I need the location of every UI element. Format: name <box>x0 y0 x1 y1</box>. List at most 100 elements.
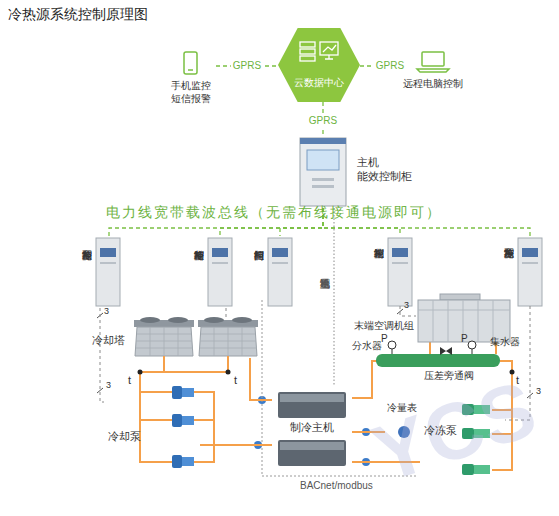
main-cabinet <box>312 178 334 181</box>
water-header <box>388 341 396 349</box>
field-cabinet <box>392 262 408 264</box>
chilled-pump <box>462 404 474 415</box>
server-icon <box>300 49 315 54</box>
cooling-tower <box>168 317 188 323</box>
node-label: 远程电脑控制 <box>400 78 466 90</box>
connector <box>200 444 272 446</box>
connector <box>334 208 335 385</box>
connector <box>400 306 416 316</box>
chilled-pump <box>474 405 490 414</box>
node-label: 制冷主机 <box>272 421 352 434</box>
connector <box>100 308 104 402</box>
connector <box>250 358 272 400</box>
equipment-node: 压差旁通阀 <box>424 370 482 384</box>
water-pipe <box>164 356 228 372</box>
field-cabinet <box>212 248 228 257</box>
field-cabinet <box>392 248 408 257</box>
field-cabinet <box>272 248 288 257</box>
annotation-label: 3 <box>404 300 409 311</box>
edge-label: GPRS <box>374 60 406 72</box>
server-icon <box>300 42 338 61</box>
connector <box>352 431 385 433</box>
temperature-sensor <box>138 370 143 375</box>
node-label: 分水器 <box>352 340 382 352</box>
cooling-pump <box>182 388 194 397</box>
main-cabinet <box>307 150 339 170</box>
annotation-label: 3 <box>536 386 541 397</box>
valve-symbol <box>254 396 410 466</box>
chilled-pump <box>462 404 490 475</box>
field-cabinet <box>388 238 412 306</box>
annotation-label: 3 <box>106 380 111 391</box>
equipment-node: 制冷主机 <box>272 385 352 472</box>
cooling-pump <box>182 416 194 425</box>
equipment-node: 末端控制柜 <box>370 236 414 306</box>
water-pipe <box>194 392 214 462</box>
edge-label: GPRS <box>231 60 263 72</box>
water-pipe <box>492 361 512 470</box>
water-pipe <box>140 391 172 393</box>
connector <box>352 461 420 463</box>
air-handling-unit <box>440 294 480 300</box>
phone-icon <box>184 52 197 74</box>
main-cabinet <box>300 138 346 206</box>
cooling-pump <box>172 455 182 468</box>
cooling-tower <box>200 327 257 356</box>
annotation-label: 电力线宽带载波总线（无需布线接通电源即可） <box>106 204 442 221</box>
equipment-node: 阀门控制柜 <box>250 236 294 308</box>
water-pipe <box>140 372 172 462</box>
node-label: 集水器 <box>490 336 520 348</box>
node-label: 压差旁通阀 <box>424 370 474 382</box>
cooling-pump <box>172 386 194 468</box>
main-cabinet <box>300 138 346 206</box>
node-label: 冷量表 <box>387 402 417 414</box>
cooling-tower <box>232 317 252 323</box>
hexagon-shape <box>278 28 360 102</box>
cooling-pump <box>172 414 182 427</box>
chiller-unit <box>278 440 346 466</box>
field-cabinet <box>268 238 292 306</box>
server-icon <box>300 42 315 47</box>
field-cabinet <box>100 262 116 264</box>
equipment-node: 冷却塔控制柜 <box>190 238 234 308</box>
main-cabinet <box>300 138 346 144</box>
water-header <box>376 341 500 367</box>
laptop-icon <box>422 52 444 66</box>
connector <box>323 208 400 236</box>
equipment-node: 分水器 <box>352 340 386 354</box>
node-label: 冷冻泵 <box>424 424 457 437</box>
water-pipe <box>140 342 512 470</box>
field-cabinet <box>212 262 228 264</box>
water-pipe <box>140 419 172 421</box>
node-label: 主机 能效控制柜 <box>357 156 415 184</box>
server-icon <box>300 56 315 61</box>
connector <box>280 208 323 236</box>
equipment-node: 远程电脑控制 <box>400 48 466 104</box>
equipment-node: 冷冻泵 <box>420 398 505 475</box>
field-cabinet <box>522 248 538 257</box>
air-handling-unit <box>418 300 510 342</box>
field-cabinet <box>272 262 288 264</box>
node-label: 云数据中心 <box>278 77 360 89</box>
chiller-unit <box>278 392 346 418</box>
field-cabinet <box>522 262 538 264</box>
connector <box>220 208 323 238</box>
equipment-node: 集水器 <box>490 336 524 350</box>
air-handling-unit <box>418 294 510 342</box>
monitor-icon <box>323 45 336 59</box>
cooling-pump <box>172 386 182 399</box>
cloud-hexagon: 云数据中心 <box>278 28 360 102</box>
cooling-tower <box>136 327 193 356</box>
diagram-title: 冷热源系统控制原理图 <box>8 6 148 23</box>
hexagon-outline <box>278 28 360 102</box>
connector <box>226 308 227 318</box>
annotation-label: t <box>234 374 237 387</box>
equipment-node: 冷却泵 <box>104 380 200 475</box>
water-pipe <box>429 342 431 354</box>
cooling-tower <box>134 317 258 356</box>
field-cabinet <box>518 238 542 306</box>
equipment-node: 冷却泵控制柜 <box>78 238 124 308</box>
cooling-pump <box>182 457 194 466</box>
